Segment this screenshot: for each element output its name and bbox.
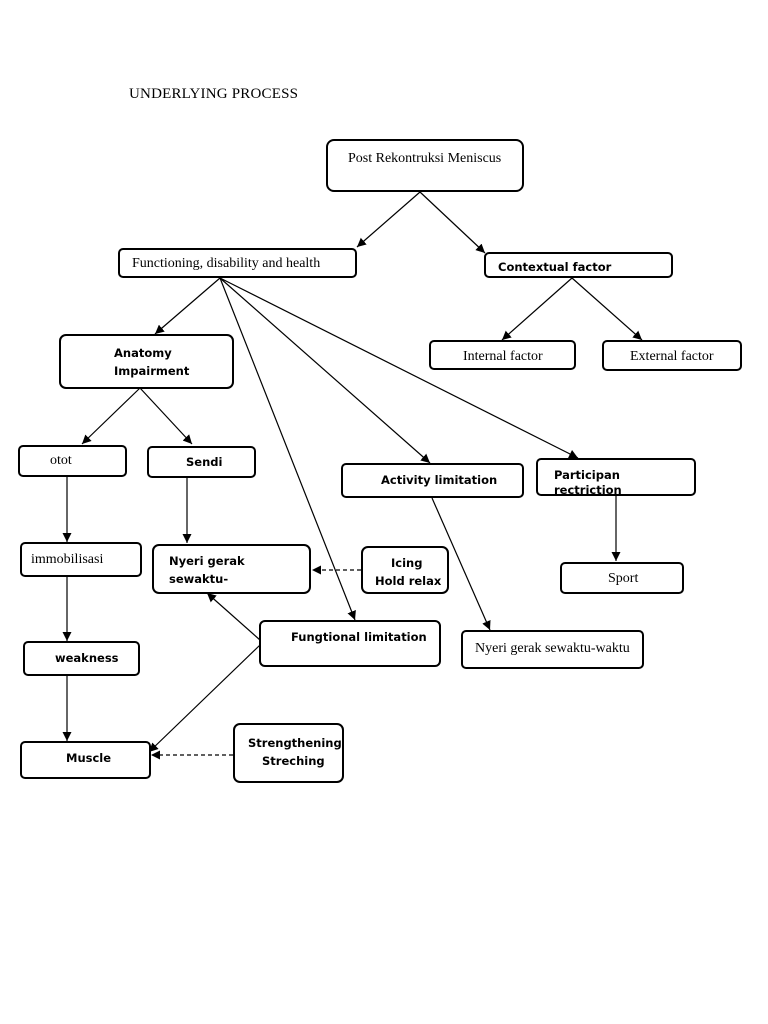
node-strengthening-streching: Strengthening Streching [233,723,344,783]
node-label: Sendi [186,455,223,469]
node-label: Participan rectriction [554,468,622,496]
node-fungtional-limitation: Fungtional limitation [259,620,441,667]
node-label-line2: Impairment [114,363,190,378]
node-internal-factor: Internal factor [429,340,576,370]
arrow-functioning-to-anatomy [154,277,221,335]
node-anatomy-impairment: Anatomy Impairment [59,334,234,389]
node-icing-hold-relax: Icing Hold relax [361,546,449,594]
arrow-contextual-to-internal [501,277,573,341]
arrow-post-to-contextual [419,191,486,254]
node-sendi: Sendi [147,446,256,478]
node-label-line2: waktu [169,589,305,592]
node-label: Internal factor [463,349,543,364]
arrow-post-to-functioning [356,191,421,248]
node-label-line2: Hold relax [375,573,442,588]
node-label: Contextual factor [498,260,612,274]
arrow-anatomy-to-sendi [139,387,193,445]
node-immobilisasi: immobilisasi [20,542,142,577]
node-label-line1: Anatomy [114,346,172,360]
node-label: Sport [608,571,639,586]
node-functioning: Functioning, disability and health [118,248,357,278]
node-label: Fungtional limitation [291,630,427,644]
arrow-anatomy-to-otot [81,387,141,445]
page-title: UNDERLYING PROCESS [129,86,299,102]
node-label-line1: Strengthening [248,736,342,750]
arrow-functioning-to-activity [219,277,431,464]
node-activity-limitation: Activity limitation [341,463,524,498]
arrow-fungtional-to-nyeri1 [206,592,261,641]
node-nyeri-gerak-sewaktu-waktu-1: Nyeri gerak sewaktu- waktu [152,544,311,594]
node-label: Functioning, disability and health [132,256,321,271]
node-label: Muscle [66,751,112,765]
node-label: otot [50,453,72,468]
node-muscle: Muscle [20,741,151,779]
node-label: weakness [55,651,119,665]
node-nyeri-gerak-sewaktu-waktu-2: Nyeri gerak sewaktu-waktu [461,630,644,669]
node-label: Post Rekontruksi Meniscus [348,151,502,166]
node-label-line2: Streching [262,753,325,768]
node-label: External factor [630,349,714,364]
node-post-rekontruksi-meniscus: Post Rekontruksi Meniscus [326,139,524,192]
node-external-factor: External factor [602,340,742,371]
node-contextual-factor: Contextual factor [484,252,673,278]
node-sport: Sport [560,562,684,594]
node-label-line1: Nyeri gerak sewaktu- [169,554,245,586]
node-label: Activity limitation [381,473,498,487]
node-label-line1: Icing [391,556,423,570]
node-otot: otot [18,445,127,477]
node-label: immobilisasi [31,552,104,567]
node-participan-rectriction: Participan rectriction [536,458,696,496]
node-weakness: weakness [23,641,140,676]
node-label: Nyeri gerak sewaktu-waktu [475,641,630,656]
arrow-contextual-to-external [571,277,643,341]
